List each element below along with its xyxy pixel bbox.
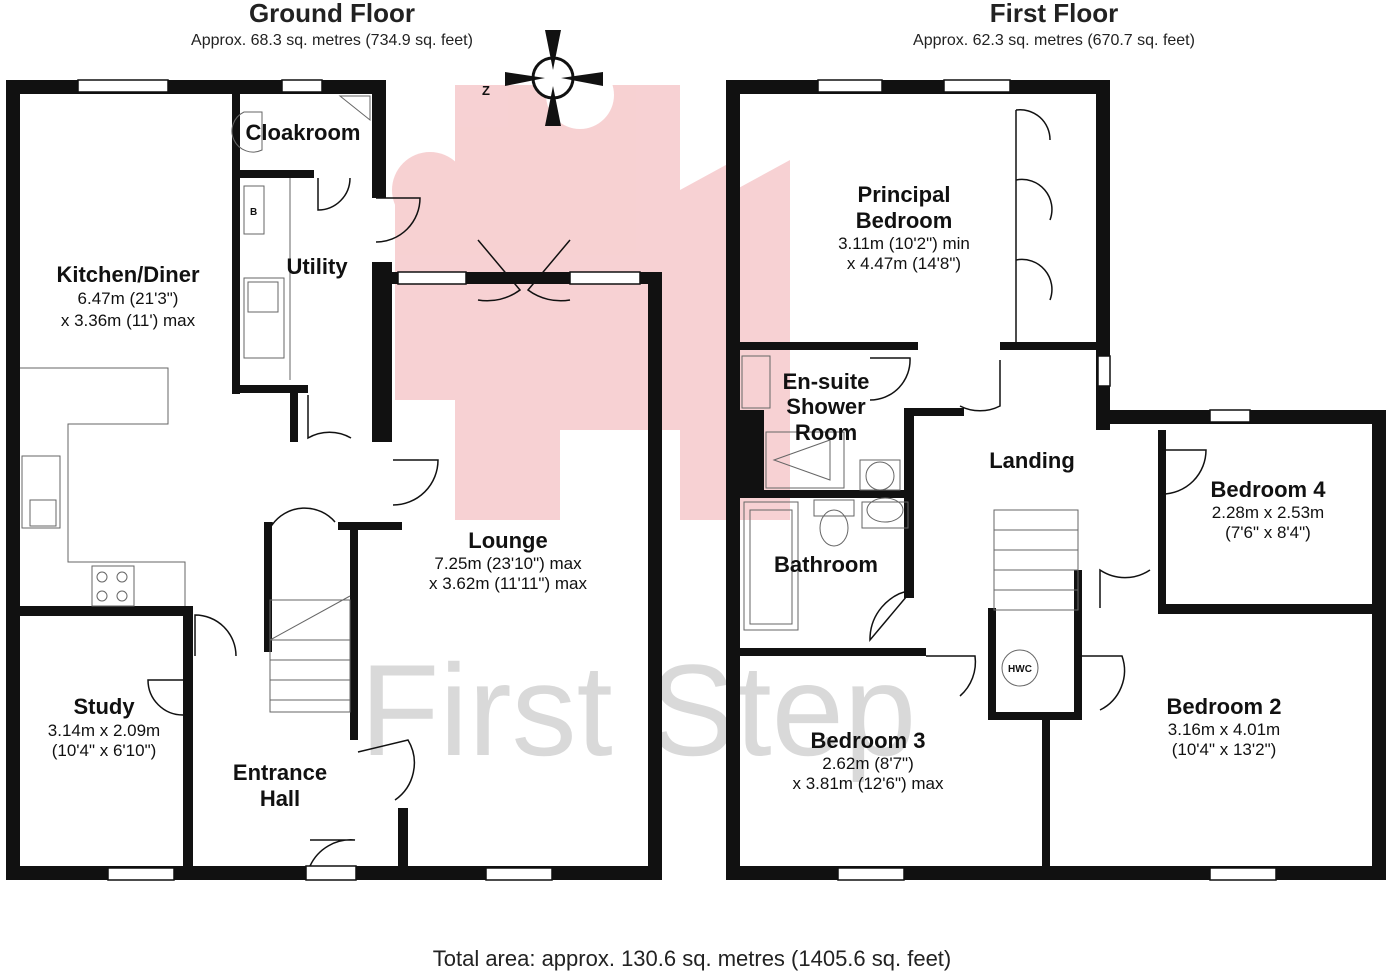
compass-icon	[505, 30, 603, 126]
entrance-hall-name2: Hall	[260, 786, 300, 811]
ensuite-name2: Shower	[786, 394, 866, 419]
total-area: Total area: approx. 130.6 sq. metres (14…	[433, 946, 952, 971]
entrance-hall-name1: Entrance	[233, 760, 327, 785]
lounge-name: Lounge	[468, 528, 547, 553]
first-windows	[817, 79, 1277, 881]
principal-dim1: 3.11m (10'2") min	[838, 234, 970, 253]
ground-floor-area: Approx. 68.3 sq. metres (734.9 sq. feet)	[191, 32, 473, 49]
kitchen-dim1: 6.47m (21'3")	[78, 289, 179, 308]
compass-label: Z	[482, 83, 490, 98]
ground-stairs	[269, 595, 351, 713]
study-dim1: 3.14m x 2.09m	[48, 721, 160, 740]
first-fittings	[741, 355, 1079, 687]
kitchen-dim2: x 3.36m (11') max	[61, 311, 196, 330]
hwc-label: HWC	[1008, 664, 1032, 675]
bedroom3-dim1: 2.62m (8'7")	[822, 754, 913, 773]
principal-name1: Principal	[858, 182, 951, 207]
first-floor-area: Approx. 62.3 sq. metres (670.7 sq. feet)	[913, 32, 1195, 49]
lounge-dim1: 7.25m (23'10") max	[434, 554, 582, 573]
ground-windows	[77, 79, 641, 881]
ground-doors	[147, 177, 571, 867]
first-room-labels: Principal Bedroom 3.11m (10'2") min x 4.…	[774, 182, 1326, 793]
bedroom2-dim1: 3.16m x 4.01m	[1168, 720, 1280, 739]
first-floor-title: First Floor	[990, 0, 1119, 28]
brand-logo-watermark	[392, 61, 790, 520]
watermark-text: First Step	[360, 637, 916, 783]
bedroom4-dim1: 2.28m x 2.53m	[1212, 503, 1324, 522]
first-doors	[869, 108, 1207, 711]
boiler-label: B	[250, 207, 257, 218]
ensuite-name1: En-suite	[783, 369, 870, 394]
bedroom4-dim2: (7'6" x 8'4")	[1225, 523, 1311, 542]
bedroom3-name: Bedroom 3	[811, 728, 926, 753]
lounge-dim2: x 3.62m (11'11") max	[429, 574, 587, 593]
study-name: Study	[73, 694, 135, 719]
landing-name: Landing	[989, 448, 1075, 473]
principal-name2: Bedroom	[856, 208, 953, 233]
ground-floor-title: Ground Floor	[249, 0, 415, 28]
utility-name: Utility	[286, 254, 348, 279]
ground-room-labels: Kitchen/Diner 6.47m (21'3") x 3.36m (11'…	[48, 120, 588, 811]
principal-dim2: x 4.47m (14'8")	[847, 254, 961, 273]
bathroom-name: Bathroom	[774, 552, 878, 577]
bedroom4-name: Bedroom 4	[1211, 477, 1327, 502]
bedroom2-name: Bedroom 2	[1167, 694, 1282, 719]
bedroom2-dim2: (10'4" x 13'2")	[1172, 740, 1277, 759]
cloakroom-name: Cloakroom	[246, 120, 361, 145]
study-dim2: (10'4" x 6'10")	[52, 741, 157, 760]
kitchen-name: Kitchen/Diner	[56, 262, 199, 287]
bedroom3-dim2: x 3.81m (12'6") max	[793, 774, 944, 793]
ensuite-name3: Room	[795, 420, 857, 445]
kitchen-fittings	[20, 95, 371, 607]
